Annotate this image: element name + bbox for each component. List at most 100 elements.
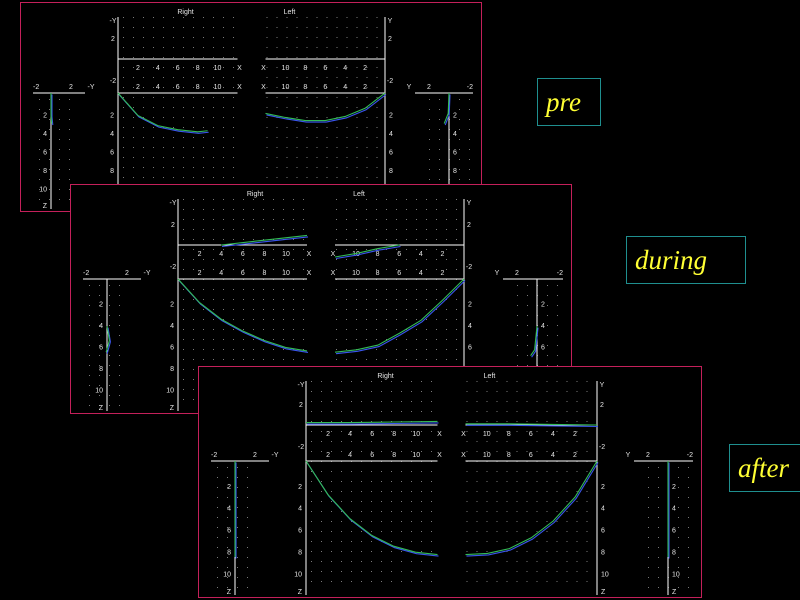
right-side-grid-dot: [69, 109, 70, 110]
right-grid-dot: [273, 199, 274, 200]
left-grid-dot: [566, 501, 568, 502]
right-front-x-label: X: [307, 270, 312, 277]
right-side-grid-dot: [89, 395, 90, 396]
right-grid-dot: [431, 581, 432, 582]
right-grid-dot: [223, 97, 224, 98]
right-grid-dot: [203, 127, 204, 128]
right-grid-dot: [233, 47, 234, 48]
right-grid-dot: [223, 17, 224, 18]
left-grid-dot: [316, 177, 318, 178]
right-grid-dot: [303, 309, 304, 310]
left-grid-dot: [356, 147, 358, 148]
left-side-grid-dot: [439, 149, 440, 150]
right-grid-dot: [311, 551, 312, 552]
right-grid-dot: [371, 391, 372, 392]
left-grid-dot: [586, 521, 588, 522]
right-grid-dot: [401, 411, 402, 412]
left-top-x-tick: 6: [529, 431, 533, 438]
left-grid-dot: [496, 531, 498, 532]
right-side-grid-dot: [69, 169, 70, 170]
right-grid-dot: [401, 581, 402, 582]
left-grid-dot: [466, 401, 468, 402]
left-grid-dot: [436, 269, 437, 270]
right-grid-dot: [381, 511, 382, 512]
left-grid-dot: [476, 531, 478, 532]
left-side-grid-dot: [648, 507, 649, 508]
right-grid-dot: [331, 531, 332, 532]
left-grid-dot: [506, 561, 508, 562]
right-grid-dot: [123, 137, 124, 138]
right-grid-dot: [331, 521, 332, 522]
left-grid-dot: [556, 481, 558, 482]
left-grid-dot: [346, 67, 348, 68]
left-side-grid-dot: [527, 295, 528, 296]
left-grid-dot: [306, 107, 308, 108]
left-grid-dot: [266, 77, 268, 78]
left-grid-dot: [476, 421, 478, 422]
left-grid-dot: [276, 77, 278, 78]
left-grid-dot: [306, 167, 308, 168]
right-grid-dot: [133, 157, 134, 158]
right-grid-dot: [203, 199, 204, 200]
right-side-neg-y-label: -Y: [88, 84, 95, 91]
left-side-grid-dot: [469, 129, 470, 130]
left-side-grid-dot: [688, 497, 689, 498]
right-grid-dot: [421, 501, 422, 502]
left-grid-dot: [536, 411, 538, 412]
left-grid-dot: [586, 471, 588, 472]
left-grid-dot: [296, 177, 298, 178]
left-grid-dot: [456, 229, 457, 230]
right-grid-dot: [303, 239, 304, 240]
left-side-y-label: Y: [407, 84, 412, 91]
right-grid-dot: [223, 57, 224, 58]
left-grid-dot: [296, 77, 298, 78]
left-z-label: Z: [601, 589, 606, 596]
right-grid-dot: [203, 107, 204, 108]
right-grid-dot: [303, 339, 304, 340]
right-grid-dot: [411, 441, 412, 442]
left-grid-dot: [546, 411, 548, 412]
right-grid-dot: [173, 17, 174, 18]
right-grid-dot: [273, 299, 274, 300]
left-grid-dot: [316, 17, 318, 18]
left-grid-dot: [546, 531, 548, 532]
left-grid-dot: [356, 77, 358, 78]
left-grid-dot: [476, 491, 478, 492]
left-grid-dot: [496, 501, 498, 502]
left-grid-dot: [496, 541, 498, 542]
right-grid-dot: [283, 219, 284, 220]
right-top-x-tick: 2: [326, 431, 330, 438]
left-side-grid-dot: [469, 149, 470, 150]
right-grid-dot: [263, 239, 264, 240]
left-grid-dot: [316, 107, 318, 108]
right-grid-dot: [401, 391, 402, 392]
left-grid-dot: [316, 167, 318, 168]
right-side-grid-dot: [49, 179, 50, 180]
right-grid-dot: [163, 57, 164, 58]
right-top-x-label: X: [237, 65, 242, 72]
left-grid-dot: [436, 309, 437, 310]
left-grid-dot: [306, 57, 308, 58]
right-grid-dot: [193, 379, 194, 380]
right-grid-dot: [253, 309, 254, 310]
left-grid-dot: [366, 199, 367, 200]
right-grid-dot: [213, 47, 214, 48]
left-grid-dot: [466, 381, 468, 382]
right-side-grid-dot: [109, 375, 110, 376]
right-grid-dot: [223, 209, 224, 210]
right-grid-dot: [223, 229, 224, 230]
left-grid-dot: [306, 37, 308, 38]
left-z-tick: 6: [601, 528, 605, 535]
right-side-grid-dot: [89, 295, 90, 296]
right-top-tick-2: 2: [111, 36, 115, 43]
right-grid-dot: [243, 329, 244, 330]
left-grid-dot: [326, 157, 328, 158]
right-side-grid-dot: [119, 345, 120, 346]
left-grid-dot: [376, 229, 377, 230]
left-grid-dot: [526, 391, 528, 392]
right-grid-dot: [263, 289, 264, 290]
right-grid-dot: [163, 157, 164, 158]
right-grid-dot: [421, 431, 422, 432]
left-grid-dot: [336, 339, 337, 340]
left-grid-dot: [586, 561, 588, 562]
